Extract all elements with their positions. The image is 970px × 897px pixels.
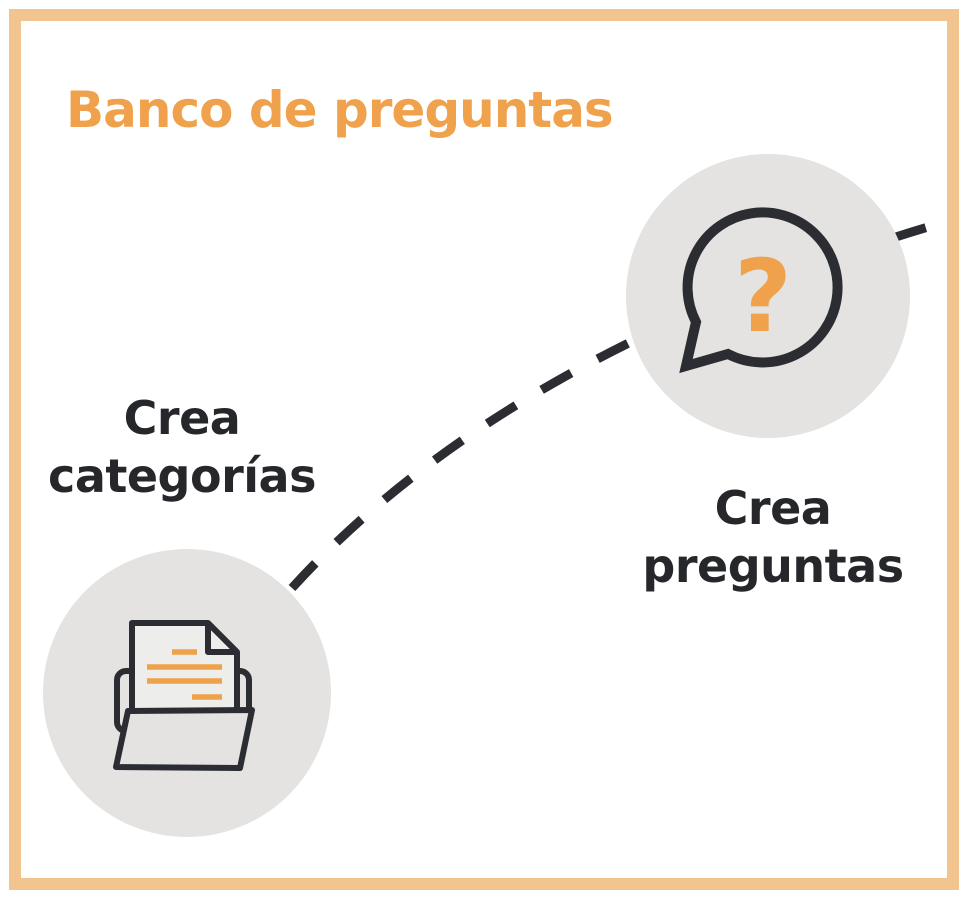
question-mark-glyph: ?	[734, 238, 792, 355]
document-fold-corner	[205, 623, 237, 655]
question-bubble-icon: ?	[679, 207, 843, 374]
document-text-lines	[147, 649, 222, 700]
step-label-categorias: Crea categorías	[12, 389, 352, 505]
label-line: Crea	[123, 391, 241, 445]
page-title: Banco de preguntas	[66, 81, 614, 139]
folder-front-flap	[113, 707, 255, 771]
speech-bubble-outline	[679, 207, 843, 374]
label-line: categorías	[48, 449, 316, 503]
label-line: preguntas	[642, 539, 904, 593]
folder-documents-icon	[113, 620, 255, 771]
step-label-preguntas: Crea preguntas	[603, 479, 943, 595]
label-line: Crea	[714, 481, 832, 535]
connector-dashed-line	[288, 217, 947, 592]
document-sheet	[129, 620, 240, 718]
